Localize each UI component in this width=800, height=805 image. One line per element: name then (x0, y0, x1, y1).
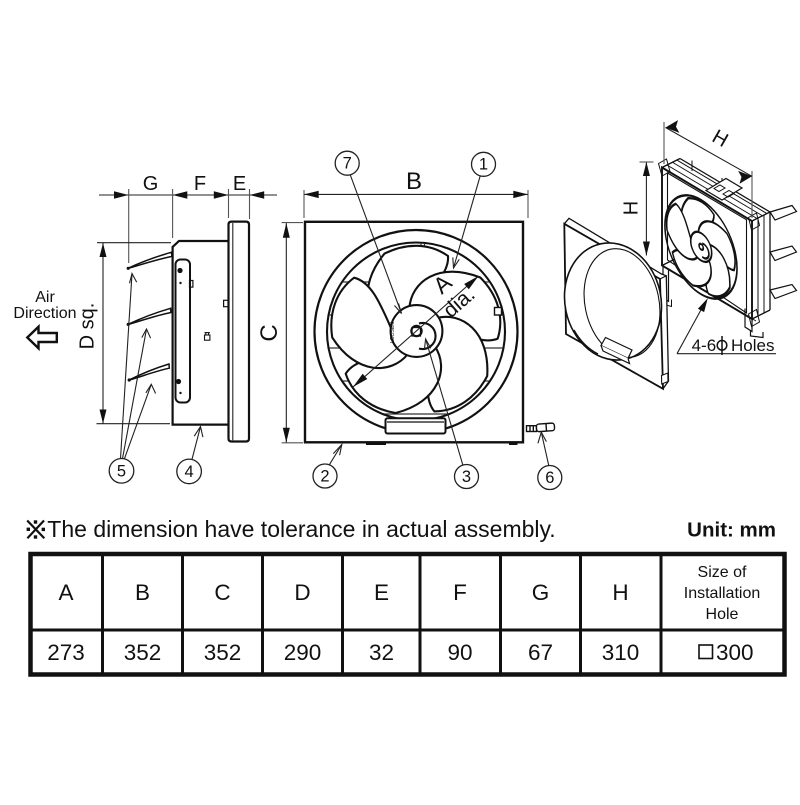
svg-text:Holes: Holes (731, 336, 774, 355)
svg-text:Air: Air (35, 289, 55, 306)
svg-text:300: 300 (716, 640, 754, 665)
svg-text:B: B (406, 168, 422, 195)
svg-text:F: F (194, 173, 206, 195)
svg-text:E: E (374, 580, 389, 605)
svg-text:A: A (58, 580, 73, 605)
svg-text:32: 32 (369, 640, 394, 665)
svg-text:352: 352 (124, 640, 162, 665)
svg-text:D: D (294, 580, 310, 605)
svg-text:H: H (612, 580, 628, 605)
svg-text:4-6: 4-6 (692, 336, 717, 355)
svg-text:310: 310 (602, 640, 640, 665)
svg-text:5: 5 (117, 462, 126, 480)
svg-text:273: 273 (47, 640, 85, 665)
svg-text:290: 290 (284, 640, 322, 665)
svg-text:G: G (532, 580, 550, 605)
svg-text:H: H (621, 201, 643, 215)
svg-text:C: C (256, 324, 283, 341)
svg-text:67: 67 (528, 640, 553, 665)
svg-text:3: 3 (462, 468, 471, 486)
svg-text:6: 6 (545, 469, 554, 487)
svg-text:E: E (233, 173, 246, 195)
svg-text:90: 90 (447, 640, 472, 665)
svg-text:The dimension have tolerance i: The dimension have tolerance in actual a… (47, 516, 555, 542)
svg-text:F: F (453, 580, 467, 605)
svg-text:B: B (135, 580, 150, 605)
svg-text:7: 7 (343, 155, 352, 173)
svg-text:Size of: Size of (698, 564, 747, 581)
svg-text:D sq.: D sq. (77, 303, 99, 350)
svg-text:2: 2 (320, 467, 329, 485)
svg-text:1: 1 (479, 156, 488, 174)
svg-text:Unit: mm: Unit: mm (687, 519, 776, 542)
svg-text:Hole: Hole (706, 606, 739, 623)
svg-text:G: G (143, 173, 159, 195)
svg-text:C: C (214, 580, 230, 605)
svg-text:Installation: Installation (684, 585, 761, 602)
svg-text:Direction: Direction (13, 305, 76, 322)
svg-text:4: 4 (185, 463, 194, 481)
svg-text:352: 352 (204, 640, 242, 665)
svg-text:LOOSEN: LOOSEN (390, 322, 396, 343)
